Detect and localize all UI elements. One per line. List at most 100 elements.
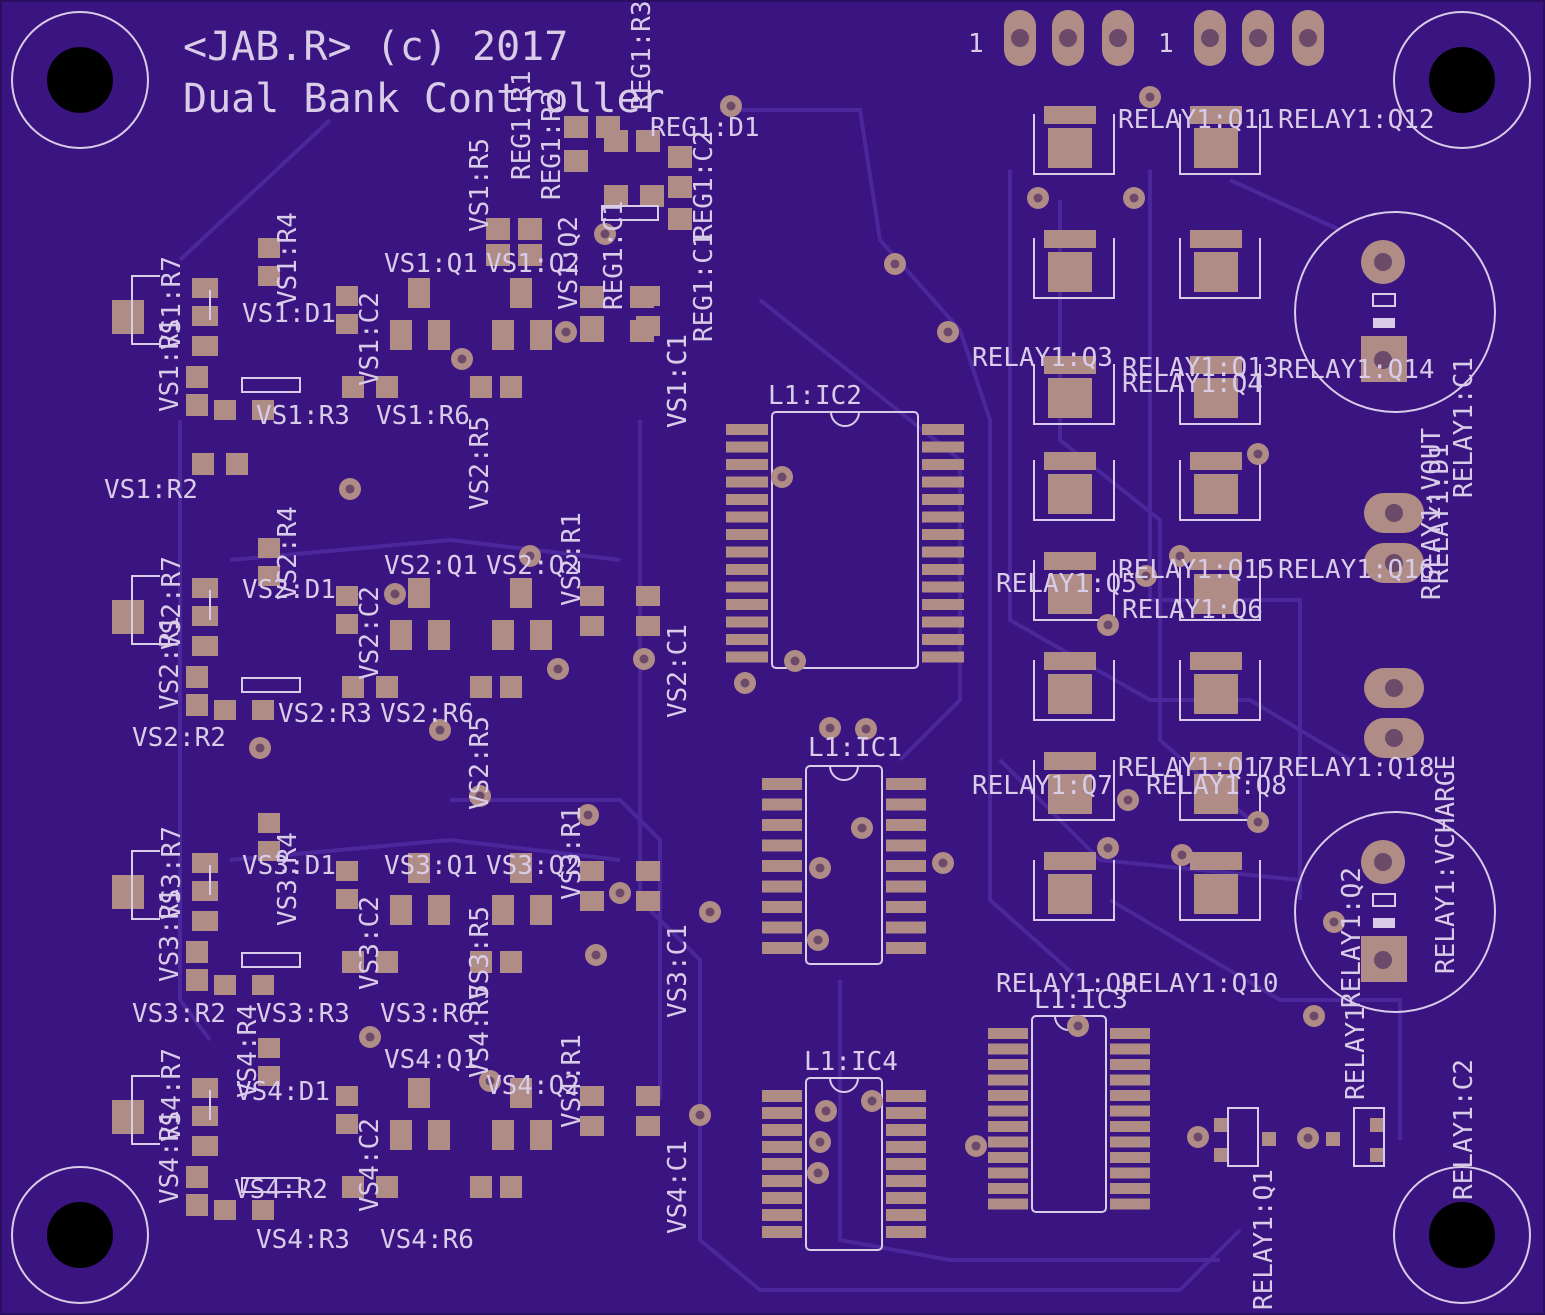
pad <box>486 218 510 240</box>
via-hole <box>583 810 593 820</box>
pad <box>1110 1059 1150 1070</box>
mosfet-outline <box>1179 238 1261 299</box>
capacitor-outline <box>1294 811 1496 1013</box>
ic-notch <box>829 765 859 781</box>
pad <box>726 546 768 558</box>
pad <box>112 600 144 634</box>
pad <box>258 841 280 861</box>
pad <box>1110 1074 1150 1086</box>
pad <box>886 880 926 893</box>
pad <box>428 895 450 925</box>
mosfet-outline <box>1179 460 1261 521</box>
via-hole <box>1329 917 1339 927</box>
silkscreen-label: VS3:Q2 <box>486 851 580 881</box>
pad <box>258 238 280 258</box>
mounting-hole-ring <box>1393 11 1531 149</box>
pad <box>112 1100 144 1134</box>
pad <box>886 860 926 872</box>
silkscreen-label: VS3:R1 <box>155 888 185 982</box>
pad <box>376 676 398 698</box>
via-hole <box>971 1141 981 1151</box>
pad <box>886 921 926 934</box>
pad <box>762 860 802 872</box>
mosfet-outline <box>1179 560 1261 621</box>
silkscreen-label: REG1:C1 <box>599 200 629 310</box>
pad-hole <box>1201 29 1219 47</box>
silkscreen-label: VS1:R2 <box>104 475 198 505</box>
pad <box>1190 552 1242 570</box>
silkscreen-label: VS2:Q1 <box>384 551 478 581</box>
pad <box>1370 1118 1384 1132</box>
via-hole <box>1123 795 1133 805</box>
silkscreen-label: RELAY1:Q9 <box>996 969 1137 999</box>
pad <box>726 599 768 610</box>
pad <box>762 1107 802 1119</box>
silkscreen-label: VS1:C1 <box>663 334 693 428</box>
pad <box>1194 378 1238 418</box>
pad <box>1048 128 1092 168</box>
via-hole <box>591 950 601 960</box>
pad <box>988 1090 1028 1101</box>
pad <box>922 599 964 610</box>
pad <box>186 666 208 688</box>
pad <box>1048 252 1092 292</box>
pad <box>1110 1183 1150 1194</box>
pad <box>428 1120 450 1150</box>
silkscreen-label: RELAY1:Q13 <box>1122 353 1279 383</box>
via-hole <box>1177 850 1187 860</box>
pad <box>214 400 236 420</box>
via-hole <box>600 229 610 239</box>
pad <box>342 951 364 973</box>
pad <box>336 861 358 881</box>
silkscreen-label: VS3:C1 <box>663 924 693 1018</box>
pad <box>886 819 926 831</box>
pad <box>408 278 430 308</box>
pad-hole <box>1249 29 1267 47</box>
silkscreen-label: VS4:R1 <box>557 1034 587 1128</box>
pad <box>922 581 964 593</box>
ic-outline <box>805 1077 883 1251</box>
pad <box>668 146 692 168</box>
silkscreen-label: VS1:Q1 <box>384 249 478 279</box>
silkscreen-label: RELAY1:Q11 <box>1118 105 1275 135</box>
pad-hole <box>1109 29 1127 47</box>
silkscreen-label: VS2:R4 <box>273 506 303 600</box>
silkscreen-label: RELAY1:Q10 <box>1122 969 1279 999</box>
pad <box>518 218 542 240</box>
copper-trace <box>229 537 621 562</box>
pad <box>886 1226 926 1238</box>
pad <box>1194 128 1238 168</box>
pad <box>1194 574 1238 614</box>
pad <box>762 839 802 852</box>
pad <box>1194 252 1238 292</box>
pad <box>500 951 522 973</box>
silkscreen-label: VS2:R3 <box>278 699 372 729</box>
pad <box>500 376 522 398</box>
pad <box>192 1106 218 1126</box>
silkscreen-label: VS4:Q2 <box>486 1071 580 1101</box>
via-hole <box>813 935 823 945</box>
pad <box>726 616 768 628</box>
pad <box>342 1176 364 1198</box>
pad <box>580 616 604 636</box>
pad <box>726 651 768 663</box>
pad-hole <box>1374 253 1392 271</box>
pad <box>258 538 280 558</box>
pad <box>1048 874 1092 914</box>
via-hole <box>561 327 571 337</box>
silkscreen-label: REG1:D1 <box>650 113 760 143</box>
pad <box>336 614 358 634</box>
pad <box>492 895 514 925</box>
pad <box>886 1141 926 1153</box>
pad <box>192 853 218 873</box>
pad <box>186 366 208 388</box>
transistor-outline <box>1227 1107 1259 1167</box>
pad <box>112 300 144 334</box>
pad <box>580 586 604 606</box>
pad <box>726 564 768 575</box>
silkscreen-label: VS3:R1 <box>557 806 587 900</box>
via-hole <box>1253 817 1263 827</box>
silkscreen-label: RELAY1:VOUT <box>1417 427 1447 600</box>
pad <box>470 1176 492 1198</box>
